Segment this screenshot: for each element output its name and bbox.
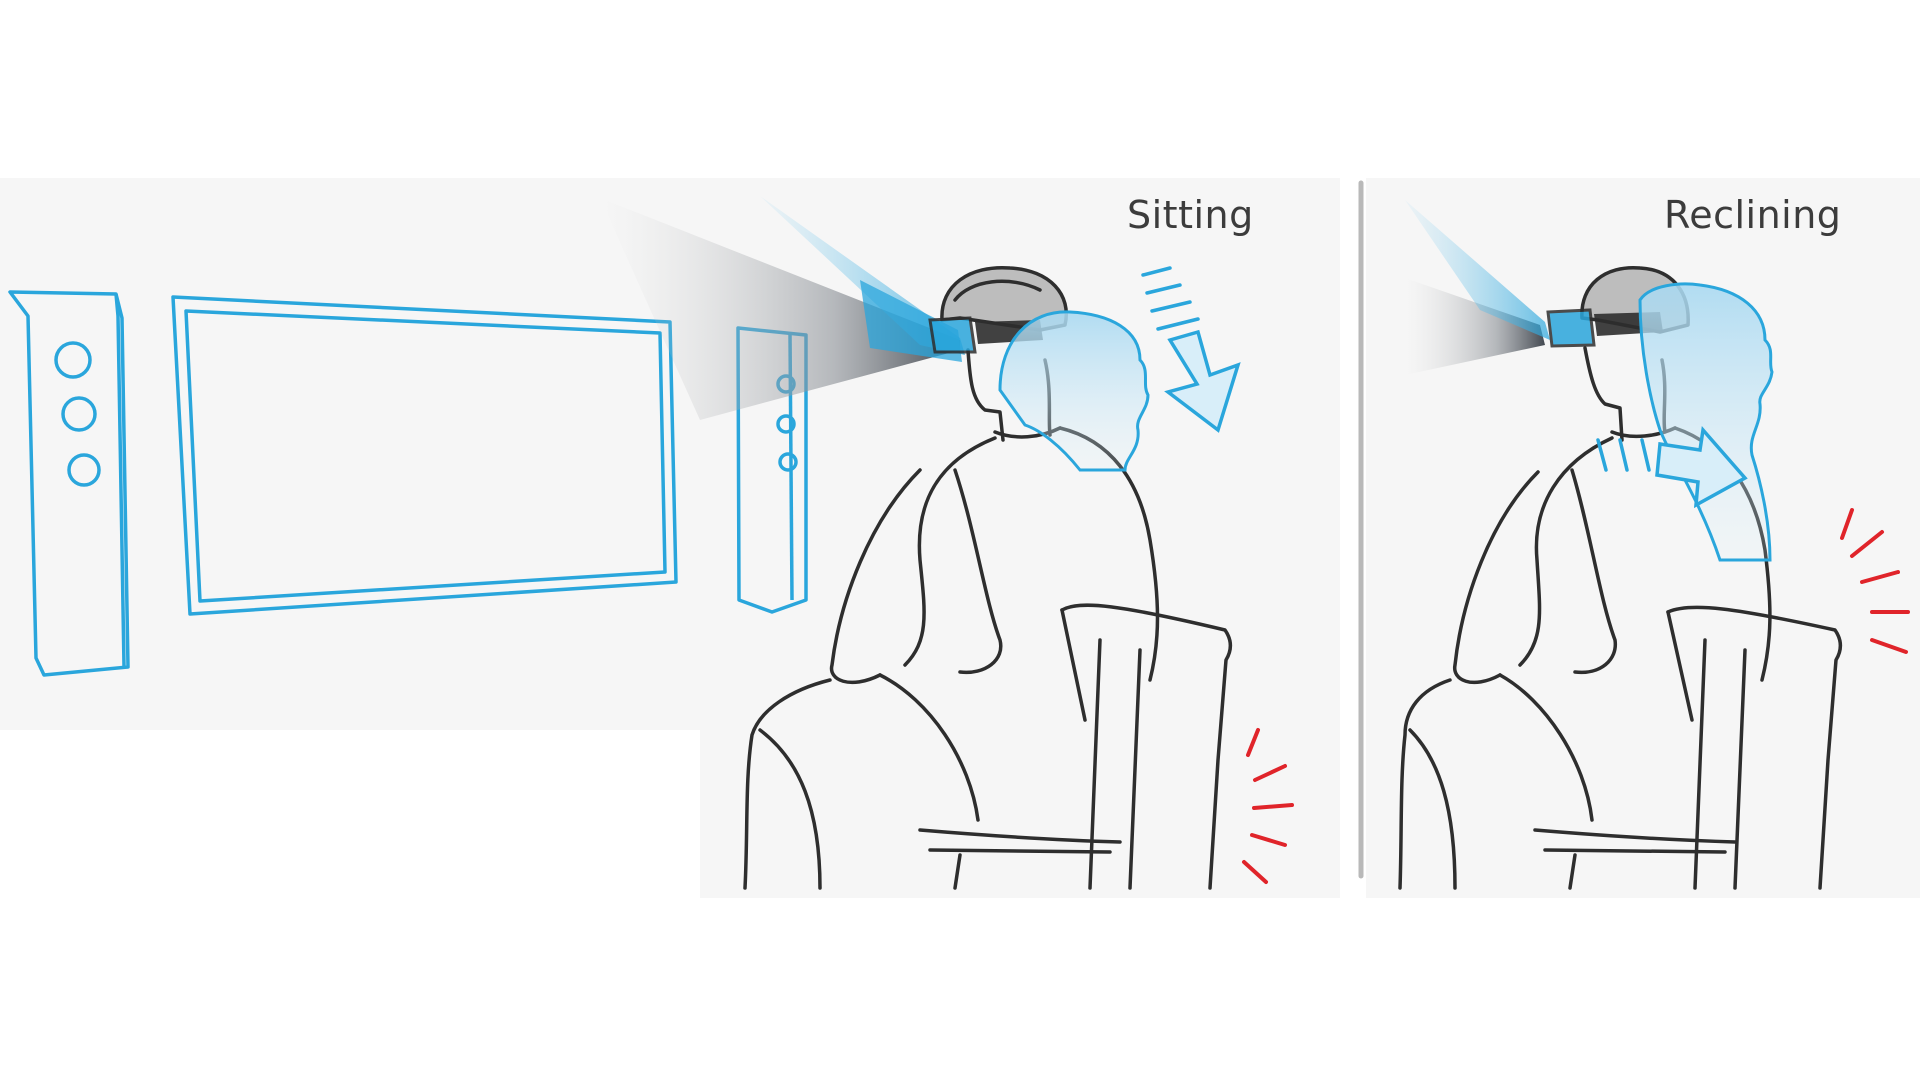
seated-person-figure	[743, 265, 1233, 890]
tv-screen-icon	[171, 295, 678, 616]
reclining-label: Reclining	[1664, 193, 1842, 237]
ghost-head-outline	[998, 310, 1150, 472]
arrow-icon	[1596, 426, 1748, 509]
strain-lines-icon	[1242, 728, 1294, 884]
left-panel-bottom-white	[0, 730, 700, 900]
sitting-label: Sitting	[1127, 193, 1254, 237]
ghost-body-outline	[1638, 282, 1774, 562]
speaker-tower-icon	[8, 290, 130, 677]
view-beam	[1405, 200, 1550, 375]
strain-lines-icon	[1840, 508, 1910, 654]
arrow-icon	[1141, 266, 1241, 433]
